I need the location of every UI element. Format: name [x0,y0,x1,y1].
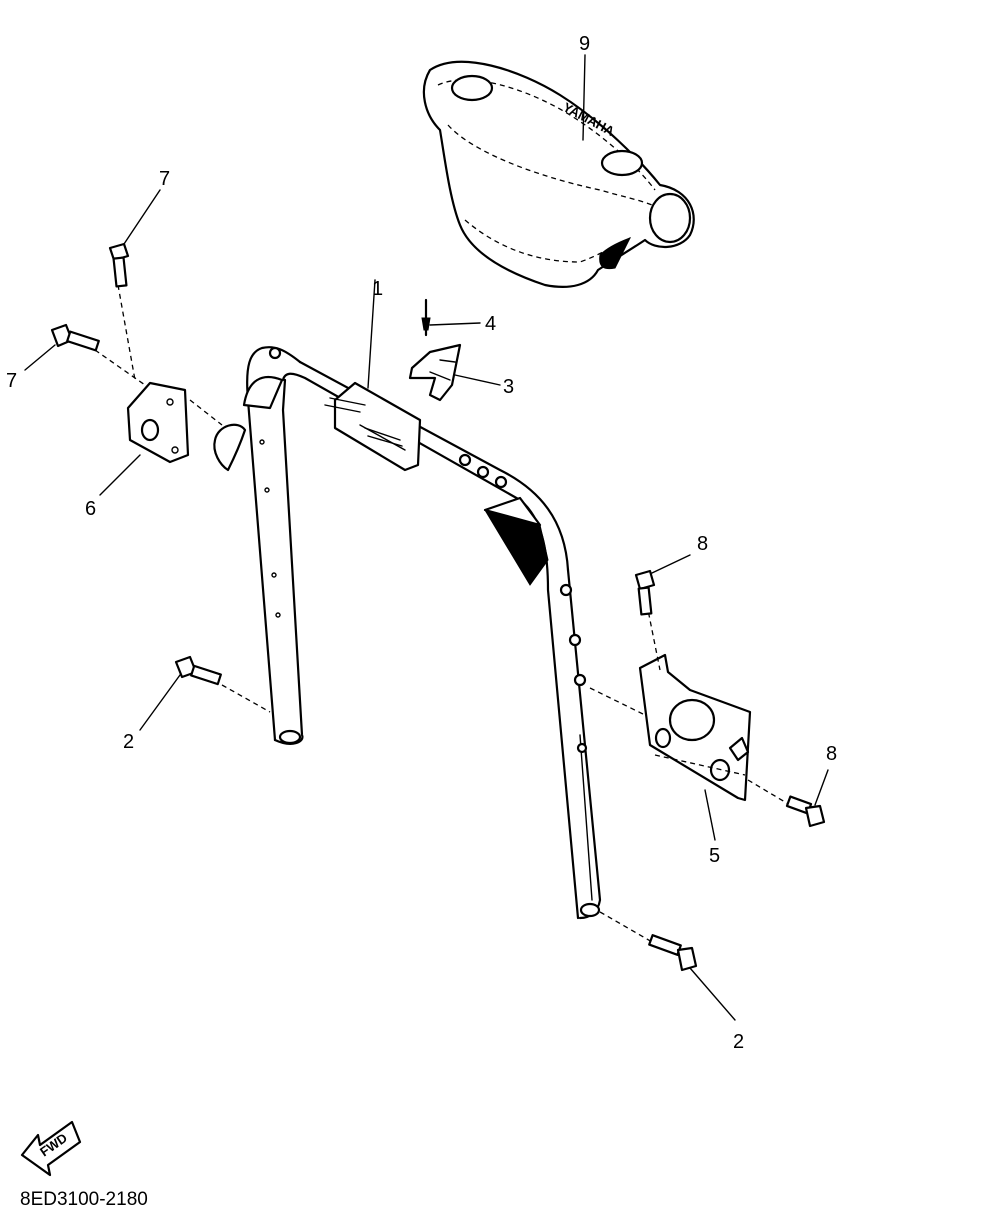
callout-9: 9 [579,33,590,55]
left-bracket [94,284,247,496]
bolt-8-right [785,769,829,828]
clip-part [408,298,501,402]
bolt-8-top [634,554,691,616]
handlebar-cover: YAMAHA [422,54,695,288]
bolt-2-right [599,911,736,1021]
callout-6: 6 [85,498,96,520]
callout-3: 3 [503,376,514,398]
bolt-7-left [24,323,100,371]
diagram-code: 8ED3100-2180 [20,1189,148,1210]
bolt-7-top [108,189,161,288]
callout-1: 1 [372,278,383,300]
callout-8-top: 8 [697,533,708,555]
callout-8-right: 8 [826,743,837,765]
callout-7-top: 7 [159,168,170,190]
right-bracket [589,594,791,841]
handlebar-frame [242,279,602,920]
callout-5: 5 [709,845,720,867]
fwd-arrow-icon: FWD [20,1120,82,1177]
callout-7-left: 7 [6,370,17,392]
bolt-2-left [139,655,271,731]
callout-4: 4 [485,313,496,335]
callout-2-right: 2 [733,1031,744,1053]
callout-2-left: 2 [123,731,134,753]
